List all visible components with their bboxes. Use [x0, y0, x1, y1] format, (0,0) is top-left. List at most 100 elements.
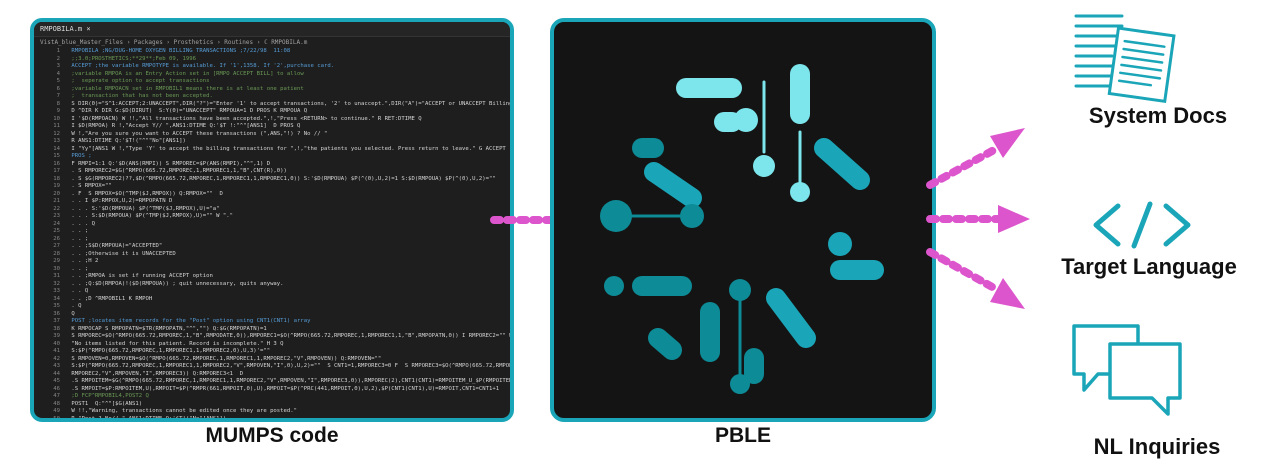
- line-number: 41: [53, 348, 60, 354]
- code-text: . . ;: [68, 228, 89, 234]
- code-line: 45 .S RMPOITEM=$G(^RMPO(665.72,RMPOREC,1…: [38, 378, 510, 386]
- code-text: S:$P(^RMPO(665.72,RMPOREC,1,RMPOREC1,1,R…: [68, 348, 271, 354]
- code-line: 28 . . ;Otherwise it is UNACCEPTED: [38, 251, 510, 259]
- code-line: 2 ;;3.0;PROSTHETICS;**29**;Feb 09, 1996: [38, 56, 510, 64]
- code-line: 34 . . ;D ^RMPOBIL1 K RMPOH: [38, 296, 510, 304]
- line-number: 11: [53, 123, 60, 129]
- code-line: 10 I '$D(RMPOACN) W !!,"All transactions…: [38, 116, 510, 124]
- code-line: 32 . . ;Q:$D(RMPOA)!($D(RMPOUA)) ; quit …: [38, 281, 510, 289]
- code-text: S RMPOVEN=0,RMPOVEN=$O(^RMPO(665.72,RMPO…: [68, 355, 382, 362]
- line-number: 36: [53, 310, 60, 317]
- code-line: 48 POST1 Q:"^"[$G(ANS1): [38, 401, 510, 409]
- code-line: 26 . . ;: [38, 236, 510, 244]
- code-line: 18 . S $G(RMPOREC2)??,$D(^RMPO(665.72,RM…: [38, 176, 510, 184]
- arrowhead-docs: [990, 128, 1025, 158]
- output-label-target-language: Target Language: [1061, 254, 1237, 279]
- code-line: 47 ;D FCP^RMPOBIL4,POST2 Q: [38, 393, 510, 401]
- line-number: 20: [53, 190, 60, 197]
- code-line: 19 . S RMPOX="": [38, 183, 510, 191]
- code-line: 49 W !!,"Warning, transactions cannot be…: [38, 408, 510, 416]
- code-line: 31 . . ;RMPOA is set if running ACCEPT o…: [38, 273, 510, 281]
- code-text: . . . Q: [68, 220, 95, 227]
- code-line: 15 PROS ;: [38, 153, 510, 161]
- code-line: 14 I "Yy"[ANS1 W !,"Type 'Y' to accept t…: [38, 146, 510, 154]
- mumps-code-panel: RMPOBILA.m × VistA_blue_Master_Files › P…: [30, 18, 514, 422]
- line-number: 10: [53, 115, 60, 122]
- code-line: 24 . . . Q: [38, 221, 510, 229]
- line-number: 19: [53, 183, 60, 189]
- code-text: "No items listed for this patient. Recor…: [68, 340, 284, 347]
- pble-logo: [600, 64, 884, 394]
- line-number: 5: [56, 78, 60, 84]
- line-number: 6: [56, 85, 60, 92]
- code-text: K RMPOCAP S RMPOPATN=$TR(RMPOPATN,"^",""…: [68, 325, 267, 332]
- code-line: 35 . Q: [38, 303, 510, 311]
- code-text: POST1 Q:"^"[$G(ANS1): [68, 400, 143, 407]
- code-text: . Q: [68, 303, 82, 309]
- code-text: I '$D(RMPOACN) W !!,"All transactions ha…: [68, 115, 422, 122]
- pble-label: PBLE: [714, 424, 771, 447]
- code-text: ; seperate option to accept transactions: [68, 78, 210, 84]
- speech-bubbles-icon: [1072, 324, 1182, 416]
- code-text: S:$P(^RMPO(665.72,RMPOREC,1,RMPOREC1,1,R…: [71, 363, 510, 369]
- line-number: 1: [56, 48, 60, 54]
- code-line: 41 S:$P(^RMPO(665.72,RMPOREC,1,RMPOREC1,…: [38, 348, 510, 356]
- code-text: ;D FCP^RMPOBIL4,POST2 Q: [68, 393, 149, 399]
- line-number: 44: [53, 370, 60, 377]
- code-line: 25 . . ;: [38, 228, 510, 236]
- code-line: 27 . . ;S$D(RMPOUA)="ACCEPTED": [38, 243, 510, 251]
- code-line: 9 D ^DIR K DIR G:$D(DIRUT) S:Y(0)="UNACC…: [38, 108, 510, 116]
- code-line: 4 ;variable RMPOA is an Entry Action set…: [38, 71, 510, 79]
- code-text: R ANS1:DTIME Q:'$T!("^""No"[ANS1]): [68, 138, 186, 144]
- line-number: 2: [56, 55, 60, 62]
- code-text: . S RMPOREC2=$G(^RMPO(665.72,RMPOREC,1,R…: [68, 168, 287, 174]
- line-number: 45: [53, 378, 60, 384]
- code-text: ;variable RMPOACN set in RMPOBIL1 means …: [68, 85, 304, 92]
- code-line: 50 R "Post ? No// ",ANS1:DTIME Q:'$T!("N…: [38, 415, 510, 422]
- line-number: 38: [53, 325, 60, 332]
- line-number: 46: [53, 385, 60, 392]
- code-line: 39 S RMPOREC=$O(^RMPO(665.72,RMPOREC,1,"…: [38, 333, 510, 341]
- code-line: 20 . F S RMPOX=$O(^TMP($J,RMPOX)) Q:RMPO…: [38, 191, 510, 199]
- logo-pill: [766, 288, 816, 348]
- code-text: I "Yy"[ANS1 W !,"Type 'Y' to accept the …: [68, 145, 506, 152]
- code-text: . . . S:'$D(RMPOUA) $P(^TMP($J,RMPOX),U)…: [68, 205, 220, 212]
- code-text: W !,"Are you sure you want to ACCEPT the…: [68, 130, 328, 137]
- editor-tab[interactable]: RMPOBILA.m ×: [34, 22, 510, 37]
- arrow-to-inquiries: [926, 248, 998, 292]
- code-text: Q: [68, 310, 75, 317]
- line-number: 49: [53, 408, 60, 414]
- code-text: RMPOBILA ;NG/DUG-HOME OXYGEN BILLING TRA…: [68, 48, 291, 54]
- output-label-nl-inquiries: NL Inquiries: [1093, 434, 1221, 459]
- line-number: 43: [53, 363, 60, 369]
- line-number: 48: [53, 400, 60, 407]
- logo-pill: [644, 162, 702, 208]
- code-text: S DIR(0)="S^1:ACCEPT;2:UNACCEPT",DIR("?"…: [71, 100, 510, 107]
- code-text: PROS ;: [68, 153, 92, 159]
- code-text: POST ;locates item records for the "Post…: [68, 318, 311, 324]
- line-number: 30: [53, 265, 60, 272]
- line-number: 35: [53, 303, 60, 309]
- line-number: 47: [53, 393, 60, 399]
- code-line: 1 RMPOBILA ;NG/DUG-HOME OXYGEN BILLING T…: [38, 48, 510, 56]
- code-line: 33 . . Q: [38, 288, 510, 296]
- code-line: 6 ;variable RMPOACN set in RMPOBIL1 mean…: [38, 86, 510, 94]
- code-text: . . ;D ^RMPOBIL1 K RMPOH: [68, 295, 153, 302]
- line-number: 42: [53, 355, 60, 362]
- code-line: 42 S RMPOVEN=0,RMPOVEN=$O(^RMPO(665.72,R…: [38, 356, 510, 364]
- pble-panel: [550, 18, 936, 422]
- logo-pill: [648, 328, 682, 360]
- line-number: 33: [53, 288, 60, 294]
- code-text: . . ;Q:$D(RMPOA)!($D(RMPOUA)) ; quit unn…: [68, 280, 284, 287]
- logo-pill: [814, 138, 870, 190]
- arrow-to-docs: [926, 146, 998, 189]
- code-line: 8 S DIR(0)="S^1:ACCEPT;2:UNACCEPT",DIR("…: [38, 101, 510, 109]
- code-line: 3 ACCEPT ;the variable RMPOTYPE is avail…: [38, 63, 510, 71]
- line-number: 24: [53, 220, 60, 227]
- code-line: 36 Q: [38, 311, 510, 319]
- code-line: 38 K RMPOCAP S RMPOPATN=$TR(RMPOPATN,"^"…: [38, 326, 510, 334]
- line-number: 14: [53, 145, 60, 152]
- code-text: . F S RMPOX=$O(^TMP($J,RMPOX)) Q:RMPOX="…: [68, 190, 223, 197]
- code-text: . S RMPOX="": [68, 183, 112, 189]
- code-text: R "Post ? No// ",ANS1:DTIME Q:'$T!("No"[…: [68, 415, 227, 422]
